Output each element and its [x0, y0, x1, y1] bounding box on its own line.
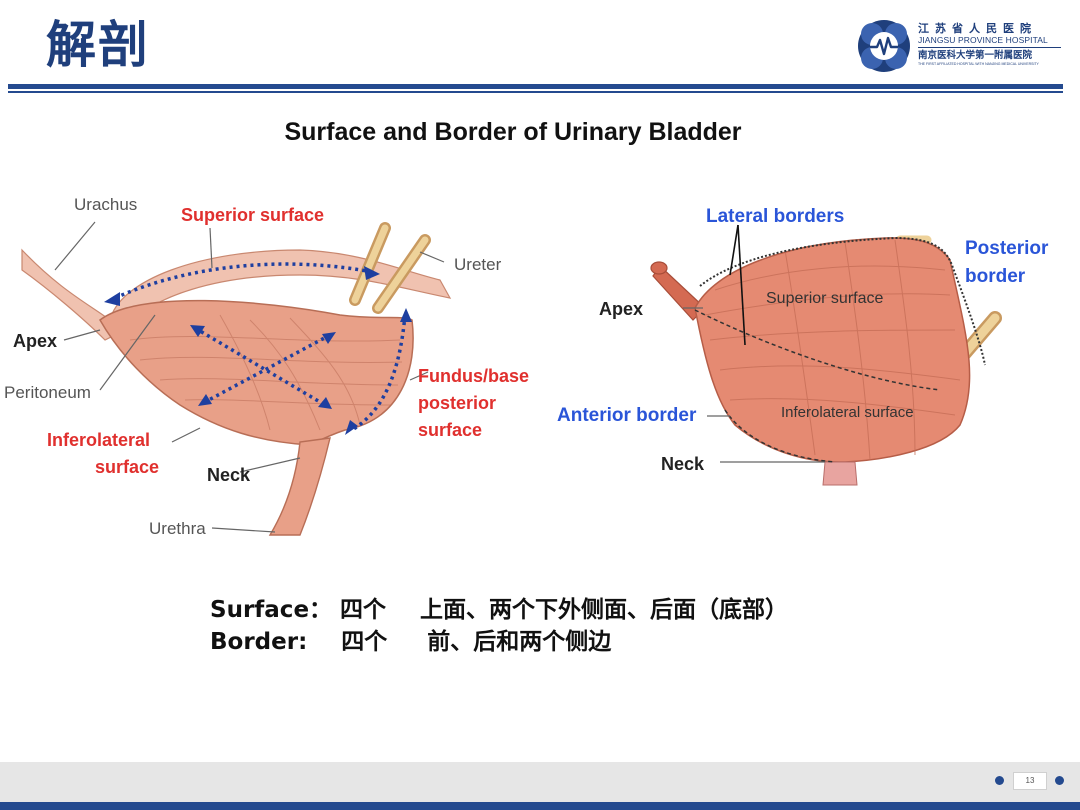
- border-note-count: 四个: [341, 629, 388, 655]
- bladder-sagittal-figure: Urachus Superior surface Ureter Apex Per…: [0, 180, 560, 550]
- surface-note-detail: 上面、两个下外侧面、后面（底部）: [420, 597, 789, 623]
- page-title: 解剖: [46, 16, 150, 74]
- label-posterior: Posterior: [965, 238, 1049, 259]
- summary-notes: Surface：四个上面、两个下外侧面、后面（底部） Border:四个前、后和…: [210, 594, 970, 658]
- bladder-external-figure: Lateral borders Posterior border Apex Su…: [555, 180, 1075, 500]
- logo-divider: [918, 47, 1061, 48]
- label-fundus-surface: surface: [418, 420, 483, 440]
- logo-affiliation-cn: 南京医科大学第一附属医院: [918, 50, 1033, 61]
- posterior-border-dotted: [699, 236, 986, 366]
- external-bladder-body: [694, 237, 971, 463]
- label-apex-right: Apex: [599, 299, 644, 319]
- heartbeat-emblem-icon: [858, 20, 910, 72]
- urachus-stump-end: [650, 261, 668, 275]
- right-ureter-core: [374, 236, 429, 312]
- page-number: 13: [1013, 772, 1047, 790]
- bladder-body: [99, 299, 414, 446]
- label-lateral-borders: Lateral borders: [706, 206, 845, 227]
- neck-stub: [822, 461, 858, 486]
- label-inferolateral: Inferolateral: [47, 430, 151, 450]
- logo-affiliation-en: THE FIRST AFFILIATED HOSPITAL WITH NANJI…: [918, 62, 1039, 66]
- bladder-sagittal-illustration: [21, 221, 452, 536]
- label-peritoneum: Peritoneum: [4, 383, 91, 402]
- external-striations: [704, 239, 961, 461]
- label-neck-right: Neck: [661, 454, 705, 474]
- logo-name-cn: 江苏省人民医院: [918, 22, 1037, 35]
- surface-note-count: 四个: [340, 597, 387, 623]
- label-urachus: Urachus: [74, 195, 138, 214]
- label-ureter: Ureter: [454, 255, 502, 274]
- footer-dot-left: [995, 776, 1004, 785]
- logo-text: 江苏省人民医院 JIANGSU PROVINCE HOSPITAL 南京医科大学…: [918, 22, 1061, 67]
- border-note: Border: 四个 前、后和两个侧边: [210, 626, 970, 658]
- label-fundus-posterior: posterior: [418, 393, 497, 413]
- label-anterior-border: Anterior border: [557, 405, 697, 426]
- diagram-title: Surface and Border of Urinary Bladder: [284, 118, 742, 146]
- footer-band: [0, 762, 1080, 802]
- surface-note-label: Surface：: [210, 597, 333, 623]
- label-superior-surface: Superior surface: [181, 205, 325, 225]
- lateral-border-dashed: [694, 309, 941, 391]
- border-note-detail: 前、后和两个侧边: [427, 629, 612, 655]
- leader-lines: [54, 221, 445, 533]
- logo-name-en: JIANGSU PROVINCE HOSPITAL: [918, 35, 1048, 45]
- hospital-logo: 江苏省人民医院 JIANGSU PROVINCE HOSPITAL 南京医科大学…: [856, 18, 1061, 74]
- anterior-border-dashed: [724, 409, 836, 463]
- label-superior-surface-right: Superior surface: [766, 290, 884, 307]
- footer-bar: [0, 802, 1080, 810]
- header-divider-thick: [8, 84, 1063, 89]
- urethra-tube: [268, 437, 331, 536]
- label-inferolateral-surface-right: Inferolateral surface: [781, 404, 914, 421]
- muscle-striations: [129, 314, 403, 431]
- footer-dot-right: [1055, 776, 1064, 785]
- label-fundus-base: Fundus/base: [418, 366, 530, 386]
- external-leader-lines: [683, 307, 825, 463]
- label-posterior-border: border: [965, 266, 1026, 287]
- left-ureter-core: [351, 224, 389, 304]
- surface-note: Surface： 四个 上面、两个下外侧面、后面（底部）: [210, 594, 970, 626]
- label-inferolateral-surface: surface: [95, 457, 160, 477]
- border-note-label: Border:: [210, 629, 308, 655]
- label-neck: Neck: [207, 465, 251, 485]
- lateral-border-pointers: [729, 224, 746, 346]
- header-divider-thin: [8, 91, 1063, 93]
- label-apex: Apex: [13, 331, 58, 351]
- label-urethra: Urethra: [149, 519, 206, 538]
- surface-arrows: [114, 262, 407, 432]
- bladder-external-illustration: [650, 224, 1002, 486]
- arrowheads: [104, 266, 412, 435]
